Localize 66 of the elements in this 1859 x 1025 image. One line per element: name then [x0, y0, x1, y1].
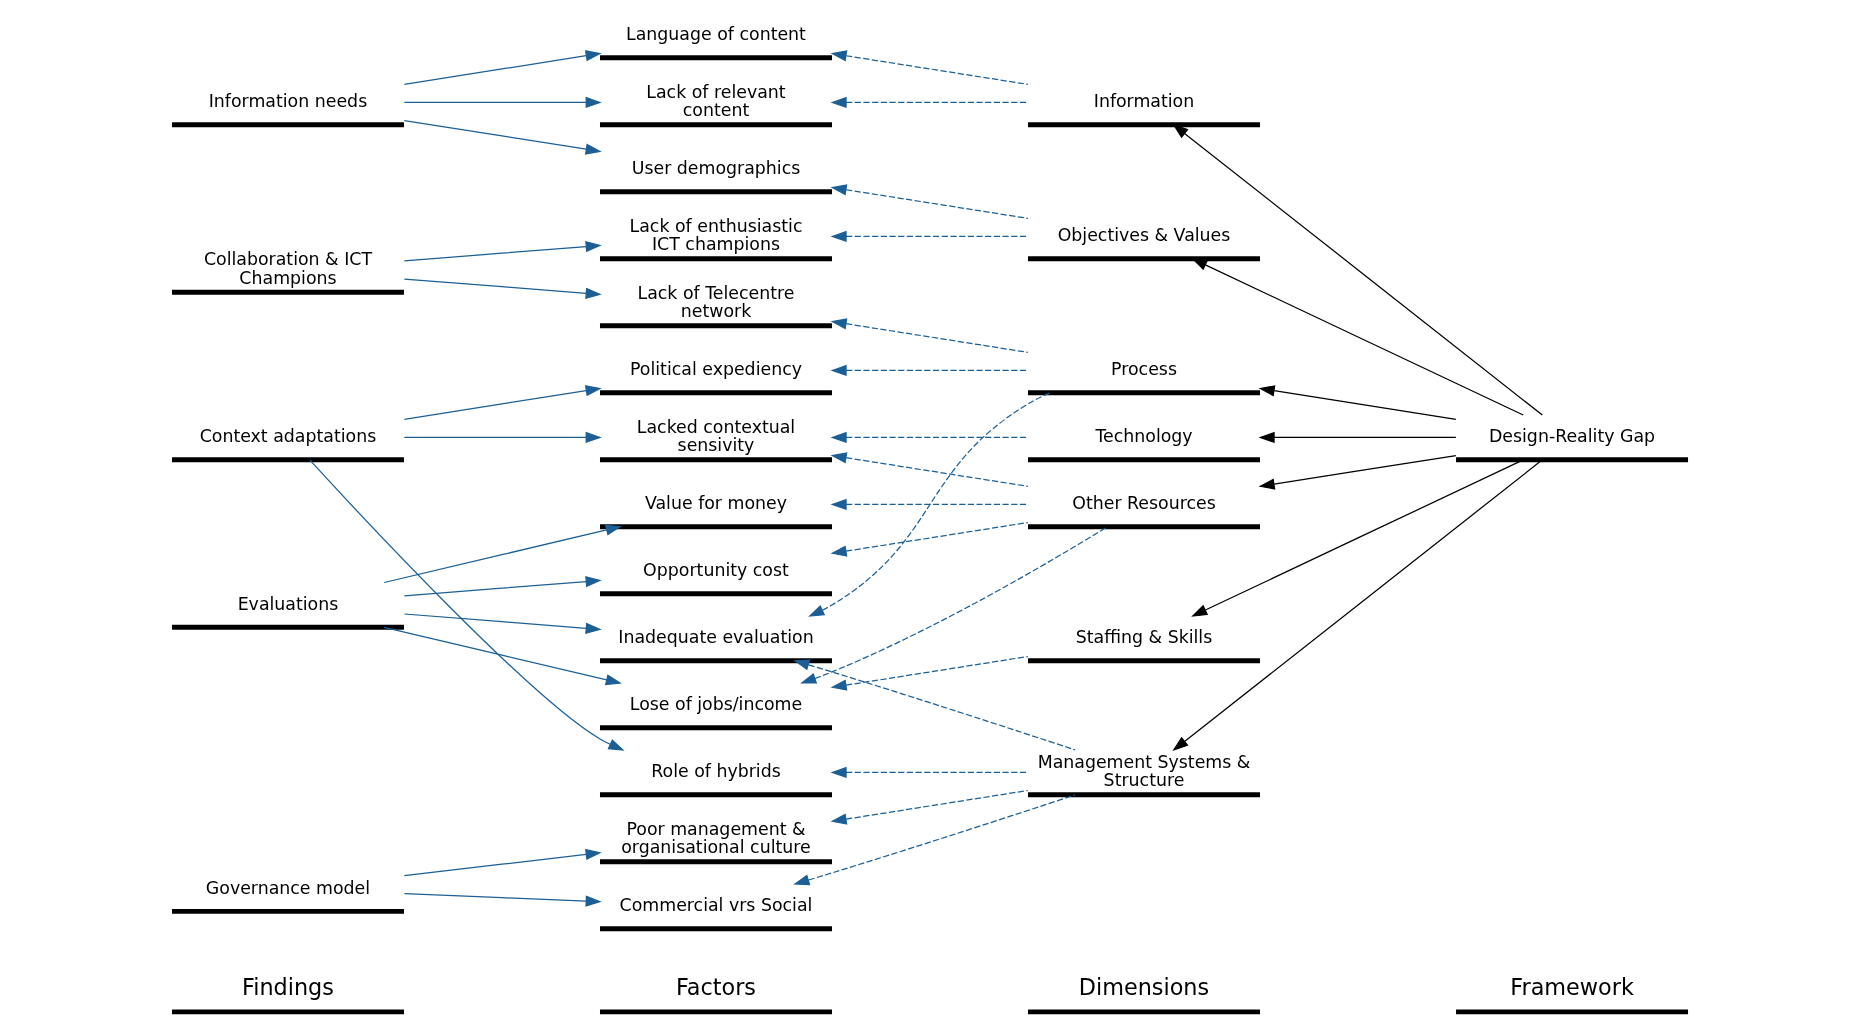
arrow	[403, 50, 602, 85]
arrow	[403, 431, 602, 444]
node-text: Lack of relevant content	[645, 81, 786, 121]
arrow	[792, 794, 1076, 886]
arrow	[403, 575, 602, 597]
node-text: Lose of jobs/income	[629, 694, 802, 715]
arrow	[830, 521, 1028, 557]
arrow	[830, 452, 1028, 487]
label: Findings	[241, 973, 334, 1000]
arrow	[1258, 385, 1457, 420]
arrow	[830, 318, 1028, 353]
arrow	[830, 50, 1028, 85]
arrow	[830, 96, 1028, 109]
label: Factors	[675, 973, 756, 1000]
arrow	[403, 96, 602, 109]
node-text: Value for money	[644, 493, 787, 514]
arrow	[830, 789, 1028, 825]
node-text: Language of content	[625, 24, 806, 45]
node-text: Information	[1093, 91, 1194, 112]
arrow	[308, 459, 625, 751]
node-text: Political expediency	[629, 359, 802, 380]
arrow	[1258, 431, 1457, 444]
arrow	[383, 524, 622, 584]
node-text: Opportunity cost	[642, 560, 789, 581]
arrow	[830, 498, 1028, 511]
arrow	[830, 184, 1028, 219]
node-text: Management Systems & Structure	[1037, 751, 1250, 791]
node-text: Lacked contextual sensivity	[636, 416, 795, 456]
node-text: Process	[1110, 359, 1177, 380]
arrow	[792, 659, 1076, 751]
node-text: Design-Reality Gap	[1488, 426, 1655, 447]
node-text: Technology	[1094, 426, 1193, 447]
node-text: Context adaptations	[199, 426, 376, 447]
node-text: Lack of enthusiastic ICT champions	[629, 215, 802, 255]
arrow	[403, 278, 602, 299]
arrow	[403, 119, 602, 155]
arrow	[830, 230, 1028, 243]
node-text: Governance model	[205, 877, 370, 898]
node-text: User demographics	[631, 158, 800, 179]
label: Framework	[1509, 973, 1634, 1000]
node-text: Other Resources	[1071, 493, 1216, 514]
arrow	[830, 431, 1028, 444]
node-text: Objectives & Values	[1057, 225, 1230, 246]
node-text: Poor management & organisational culture	[620, 818, 811, 858]
node-text: Staffing & Skills	[1075, 627, 1212, 648]
node-text: Evaluations	[237, 593, 338, 614]
arrow	[403, 240, 602, 262]
node-text: Commercial vrs Social	[619, 895, 812, 915]
arrow	[830, 364, 1028, 377]
node-text: Collaboration & ICT Champions	[203, 249, 372, 288]
arrow	[830, 655, 1028, 691]
arrow	[1171, 459, 1543, 752]
node-text: Inadequate evaluation	[617, 627, 814, 648]
arrow	[403, 385, 602, 420]
arrow	[1258, 454, 1457, 490]
label: Dimensions	[1078, 973, 1209, 1000]
node-text: Role of hybrids	[650, 761, 781, 782]
arrow	[403, 848, 602, 877]
node-text: Lack of Telecentre network	[637, 282, 794, 322]
arrow	[830, 766, 1028, 779]
arrow	[799, 526, 1108, 684]
arrow	[403, 613, 602, 634]
arrow	[807, 392, 1051, 617]
node-text: Information needs	[208, 91, 367, 112]
arrow	[383, 626, 622, 686]
arrow	[403, 893, 602, 907]
